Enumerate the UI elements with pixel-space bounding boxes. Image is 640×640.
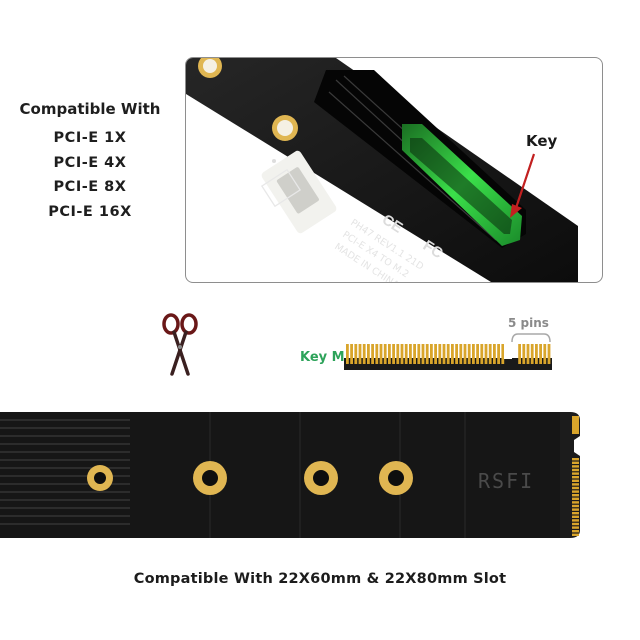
gold-finger-pin: [484, 344, 488, 364]
pins-label: 5 pins: [508, 316, 549, 330]
compatibility-item-4x: PCI-E 4X: [53, 154, 127, 171]
cable-logo-text: RSFI: [478, 469, 534, 493]
gold-finger-pin: [572, 461, 579, 464]
key-pointer-line: [514, 153, 536, 209]
key-label: Key: [526, 132, 558, 150]
gold-finger-pin: [572, 526, 579, 529]
gold-finger-pin: [367, 344, 370, 364]
gold-finger-pin: [572, 530, 579, 533]
gold-finger-pin: [543, 344, 547, 364]
gold-finger-pin: [346, 344, 349, 364]
adapter-board-photo: CE FC PH47 REV1.1 21D PCI-E X4 TO M.2 MA…: [185, 57, 603, 283]
gold-finger-pin: [522, 344, 526, 364]
gold-finger-pin: [572, 476, 579, 479]
compatibility-list: Compatible With PCI-E 1X PCI-E 4X PCI-E …: [0, 100, 180, 224]
gold-finger-pin: [396, 344, 400, 364]
gold-finger-pin: [572, 522, 579, 526]
gold-finger-pin: [430, 344, 433, 364]
cable-mounting-holes: [87, 461, 413, 495]
gold-finger-pin: [476, 344, 479, 364]
gold-finger-pin: [417, 344, 421, 364]
scissors-icon: [162, 313, 198, 376]
gold-finger-pin: [572, 483, 579, 486]
gold-finger-pin: [421, 344, 425, 364]
gold-finger-pin: [572, 490, 579, 493]
gold-finger-pin: [442, 344, 446, 364]
gold-finger-pin: [572, 533, 579, 536]
gold-finger-pin: [572, 501, 579, 504]
gold-finger-pin: [488, 344, 492, 364]
gold-finger-pin: [446, 344, 450, 364]
gold-finger-pin: [572, 515, 579, 518]
key-m-label: Key M: [300, 350, 345, 365]
gold-finger-pin: [434, 344, 437, 364]
gold-finger-pin: [392, 344, 395, 364]
compatibility-item-1x: PCI-E 1X: [53, 130, 127, 146]
gold-finger-pin: [572, 465, 579, 468]
gold-finger-pin: [362, 344, 366, 364]
adapter-board-illustration: CE FC PH47 REV1.1 21D PCI-E X4 TO M.2 MA…: [186, 58, 578, 282]
gold-finger-pin: [572, 472, 579, 475]
gold-finger-pin: [451, 344, 454, 364]
gold-finger-pin: [480, 344, 484, 364]
gold-finger-pin: [404, 344, 408, 364]
gold-finger-pin: [463, 344, 467, 364]
gold-finger-pin: [572, 508, 579, 511]
gold-finger-pin: [455, 344, 458, 364]
gold-finger-pin: [354, 344, 358, 364]
gold-finger-pin: [572, 479, 579, 482]
gold-finger-pin: [493, 344, 496, 364]
gold-finger-pin: [388, 344, 391, 364]
ribbon-cable: RSFI: [0, 412, 580, 538]
gold-finger-pin: [547, 344, 551, 364]
gold-finger-pin: [350, 344, 353, 364]
gold-finger-pin: [375, 344, 379, 364]
m2-connector-diagram: [344, 333, 552, 370]
gold-finger-pin: [572, 494, 579, 497]
gold-finger-pin: [358, 344, 362, 364]
gold-finger-pin: [572, 458, 579, 461]
gold-finger-pin: [572, 486, 579, 490]
gold-finger-pin: [371, 344, 374, 364]
gold-finger-pin: [472, 344, 475, 364]
gold-finger-pin: [379, 344, 383, 364]
gold-finger-pin: [539, 344, 542, 364]
gold-finger-pin: [425, 344, 429, 364]
gold-finger-pin: [526, 344, 530, 364]
compatibility-item-16x: PCI-E 16X: [48, 203, 132, 220]
gold-finger-pin: [572, 468, 579, 472]
gold-finger-pin: [438, 344, 442, 364]
gold-finger-pin: [572, 512, 579, 515]
compatibility-item-8x: PCI-E 8X: [53, 179, 127, 195]
gold-finger-pin: [501, 344, 505, 364]
gold-finger-pin: [497, 344, 500, 364]
gold-finger-pin: [459, 344, 463, 364]
gold-finger-pin: [572, 497, 579, 500]
gold-finger-pin: [409, 344, 412, 364]
gold-finger-pin: [400, 344, 404, 364]
gold-finger-pin: [572, 504, 579, 508]
slot-compatibility-caption: Compatible With 22X60mm & 22X80mm Slot: [133, 571, 507, 587]
gold-finger-pin: [467, 344, 471, 364]
gold-finger-pin: [572, 519, 579, 522]
gold-finger-pin: [518, 344, 521, 364]
gold-finger-pin: [530, 344, 534, 364]
gold-finger-pin: [535, 344, 538, 364]
compatibility-title: Compatible With: [19, 100, 161, 118]
gold-finger-pin: [413, 344, 416, 364]
gold-finger-pin: [383, 344, 387, 364]
